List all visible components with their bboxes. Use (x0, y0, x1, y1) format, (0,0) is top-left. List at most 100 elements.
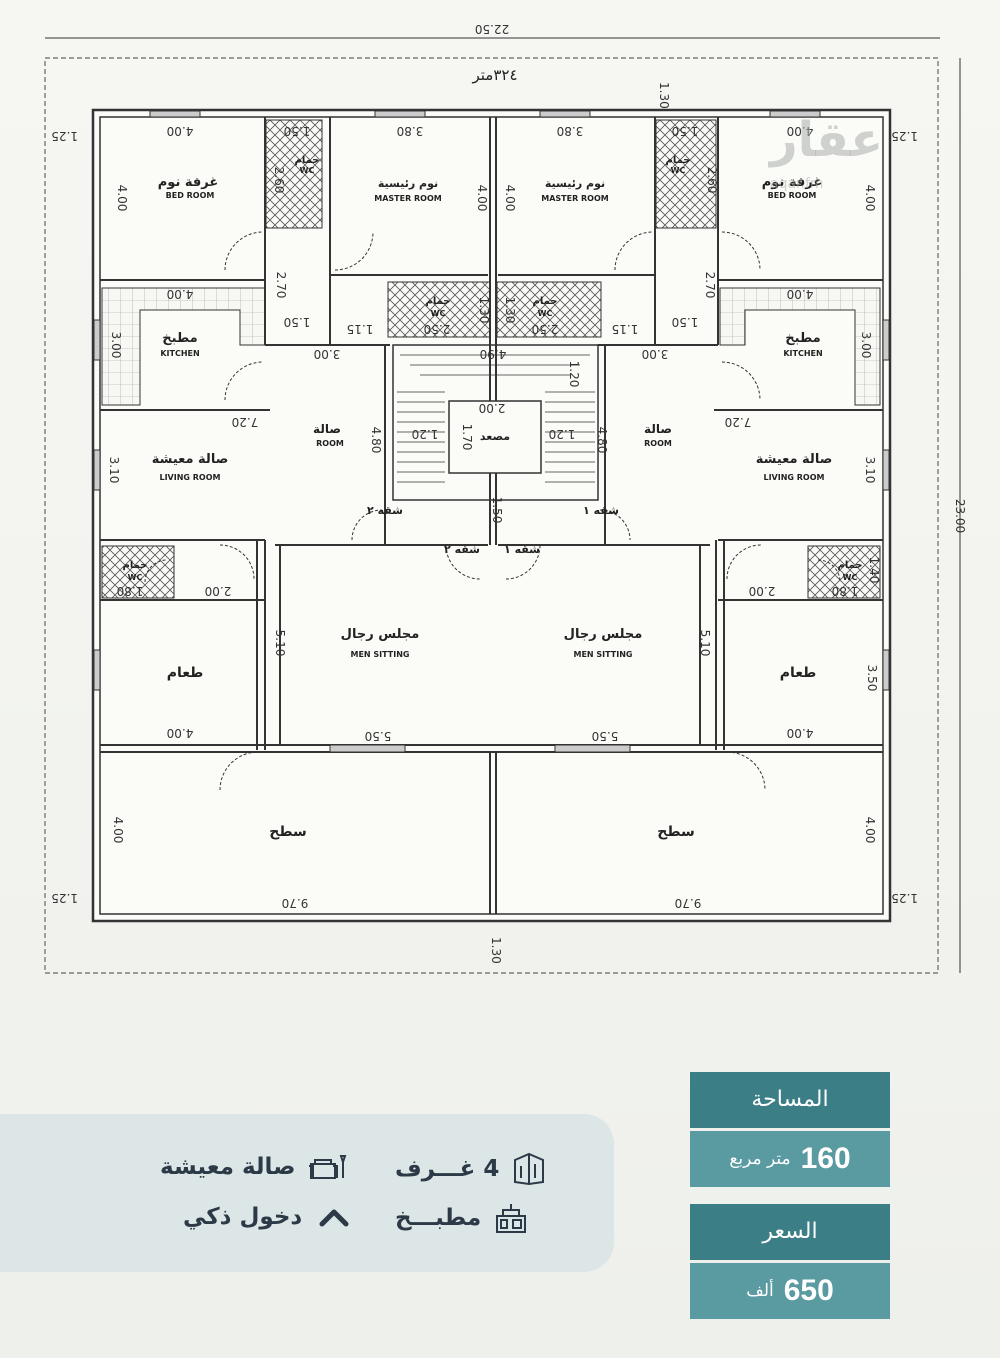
dim-c6: 2.50 (532, 322, 559, 336)
living-left-en: LIVING ROOM (159, 473, 220, 482)
windows (93, 110, 890, 753)
wc-label-2: حمام (666, 155, 691, 166)
feature-kitchen-label: مطبـــخ (395, 1205, 482, 1231)
master-left-en: MASTER ROOM (374, 194, 442, 203)
features-panel: 4 غـــرف صالة معيشة مطبـــخ دخول ذكي (0, 1114, 614, 1272)
bedroom-right-en: BED ROOM (768, 191, 817, 200)
dim-dining-w-l: 4.00 (167, 726, 194, 740)
kitchen-right-label: مطبخ (785, 331, 820, 346)
wc-en-6: WC (843, 573, 858, 582)
dim-kitchen-w-l: 4.00 (167, 287, 194, 301)
area-label: ٣٢٤متر (471, 66, 517, 84)
dim-bedroom-h-r: 4.00 (863, 185, 877, 212)
dim-c4: 1.15 (612, 322, 639, 336)
dim-majlis-w-r: 5.50 (592, 729, 619, 743)
dim-c8: 1.30 (503, 297, 517, 324)
dim-elev-r: 1.20 (549, 427, 576, 441)
elevator-shaft (448, 400, 542, 474)
dim-c10: 3.00 (642, 347, 669, 361)
overall-height: 23.00 (953, 499, 967, 533)
wc-en-2: WC (671, 166, 686, 175)
area-box: المساحة 160 متر مربع (690, 1072, 890, 1187)
dim-dining-w-r: 4.00 (787, 726, 814, 740)
setback-top: 1.30 (657, 82, 671, 109)
setback-bottom: 1.30 (489, 937, 503, 964)
price-unit: ألف (746, 1281, 774, 1301)
dim-bedroom-w-r: 4.00 (787, 124, 814, 138)
bedroom-left-en: BED ROOM (166, 191, 215, 200)
apt1-label: شقه ١ (583, 504, 619, 517)
dim-c5: 2.50 (424, 322, 451, 336)
dim-living-h-r: 3.10 (863, 457, 877, 484)
dim-stair-1: 1.20 (567, 361, 581, 388)
wc-label-3: حمام (426, 296, 451, 307)
wc-label-1: حمام (295, 155, 320, 166)
feature-kitchen: مطبـــخ (395, 1202, 529, 1234)
room-icon (514, 1152, 545, 1186)
majlis-left-en: MEN SITTING (351, 650, 410, 659)
wc-top-left (265, 119, 323, 229)
watermark-site: aqar.fm (770, 176, 824, 192)
dim-roof-h-l: 4.00 (111, 817, 125, 844)
setback-right-top: 1.25 (891, 129, 918, 143)
feature-rooms: 4 غـــرف (395, 1152, 547, 1186)
dining-right-label: طعام (780, 665, 817, 681)
price-box-label: السعر (690, 1204, 890, 1260)
master-right-en: MASTER ROOM (541, 194, 609, 203)
living-right-en: LIVING ROOM (763, 473, 824, 482)
dim-c2: 1.50 (672, 315, 699, 329)
dim-kitchen-h-l: 3.00 (109, 332, 123, 359)
feature-rooms-label: 4 غـــرف (395, 1156, 500, 1182)
feature-living: صالة معيشة (160, 1152, 347, 1182)
area-unit: متر مربع (729, 1149, 791, 1169)
dim-wc-r: 1.80 (832, 584, 859, 598)
dim-living-w-r: 7.20 (725, 415, 752, 429)
dim-wc-w-r: 1.50 (672, 124, 699, 138)
elevator-label: مصعد (480, 430, 510, 443)
price-box: السعر 650 ألف (690, 1204, 890, 1319)
wc-en-4: WC (538, 309, 553, 318)
setback-left-bottom: 1.25 (51, 891, 78, 905)
kitchen-right-en: KITCHEN (783, 349, 822, 358)
dining-left-label: طعام (167, 665, 204, 681)
dim-dining-h: 3.50 (865, 665, 879, 692)
master-right-label: نوم رئيسية (545, 177, 605, 190)
dim-kitchen-h-r: 3.00 (859, 332, 873, 359)
dim-elev-w: 2.00 (479, 401, 506, 415)
dim-majlis-w-l: 5.50 (365, 729, 392, 743)
apt2-door-label: شقه ٢ (444, 543, 480, 556)
dim-living-h-l: 3.10 (107, 457, 121, 484)
dim-hall-h-l: 4.80 (369, 427, 383, 454)
dim-roof-w-l: 9.70 (282, 896, 309, 910)
majlis-left-label: مجلس رجال (341, 627, 420, 642)
hall-left-en: ROOM (316, 439, 344, 448)
dim-wc-h: 1.40 (867, 557, 881, 584)
majlis-right-en: MEN SITTING (574, 650, 633, 659)
floor-plan: 22.50 23.00 ٣٢٤متر 1.30 1.30 1.25 1.25 1… (44, 22, 967, 974)
dim-bedroom-h: 4.00 (115, 185, 129, 212)
dim-hall-h-r: 4.80 (595, 427, 609, 454)
wc-mid-left (101, 545, 175, 599)
kitchen-left-label: مطبخ (162, 331, 197, 346)
dim-wc-h-l: 2.60 (272, 167, 286, 194)
bedroom-right-label: غرفة نوم (762, 175, 822, 190)
dim-master-h-l: 4.00 (475, 185, 489, 212)
apt1-door-label: شقه ١ (504, 543, 540, 556)
dim-wc-h-r: 2.60 (705, 167, 719, 194)
dim-wc-l: 1.80 (117, 584, 144, 598)
kitchen-icon (496, 1204, 527, 1233)
dim-c1: 1.50 (284, 315, 311, 329)
hall-right-en: ROOM (644, 439, 672, 448)
dim-living-w-l: 7.20 (232, 415, 259, 429)
apt2-label: شقه ٢ (367, 504, 403, 517)
wc-top-right (655, 119, 717, 229)
feature-smart-entry-label: دخول ذكي (183, 1204, 303, 1230)
dim-elev-h: 1.70 (460, 424, 474, 451)
dim-hall-r: 2.00 (749, 584, 776, 598)
price-value: 650 (783, 1274, 834, 1307)
area-box-value-row: 160 متر مربع (690, 1131, 890, 1187)
majlis-right-label: مجلس رجال (564, 627, 643, 642)
dim-c9: 3.00 (314, 347, 341, 361)
dim-kitchen-w-r: 4.00 (787, 287, 814, 301)
dim-lobby: 1.50 (490, 497, 504, 524)
